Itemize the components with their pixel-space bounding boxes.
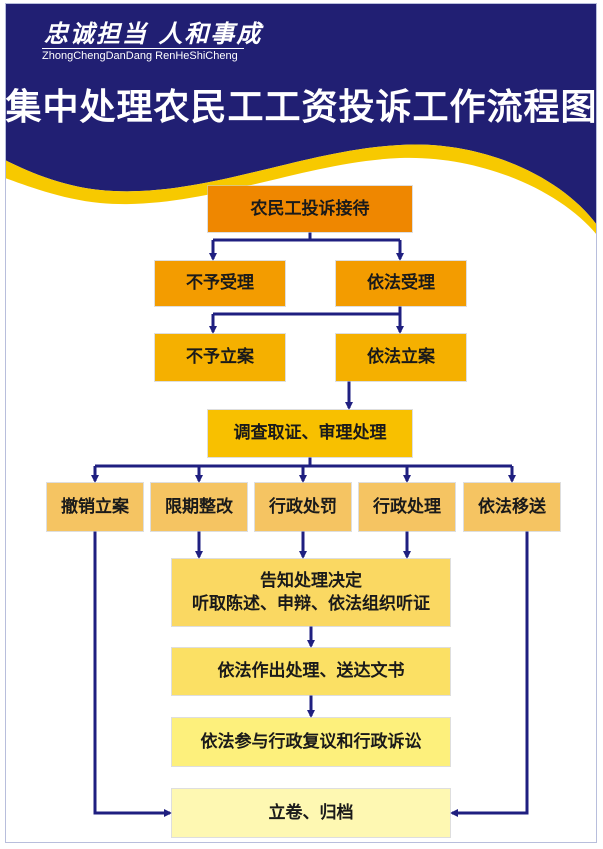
connector-intake	[213, 232, 400, 242]
box-investigate: 调查取证、审理处理	[208, 410, 412, 457]
slogan-pinyin: ZhongChengDanDang RenHeShiCheng	[42, 50, 238, 62]
slogan-underline	[42, 48, 244, 49]
box-revoke-case: 撤销立案	[47, 483, 143, 531]
box-review: 依法参与行政复议和行政诉讼	[172, 718, 450, 766]
notify-line-1: 告知处理决定	[260, 570, 362, 591]
box-open-case: 依法立案	[336, 334, 466, 381]
arrow-transfer-archive	[450, 531, 529, 817]
box-penalty: 行政处罚	[255, 483, 351, 531]
box-archive: 立卷、归档	[172, 789, 450, 837]
notify-line-2: 听取陈述、申辩、依法组织听证	[192, 593, 430, 614]
connector-accept	[213, 306, 402, 316]
box-intake: 农民工投诉接待	[208, 186, 412, 232]
box-notify: 告知处理决定 听取陈述、申辩、依法组织听证	[172, 559, 450, 626]
box-rectify: 限期整改	[151, 483, 247, 531]
slogan: 忠诚担当 人和事成	[44, 19, 263, 48]
header-banner	[5, 3, 597, 235]
poster-frame	[5, 3, 597, 843]
connector-investigate	[95, 457, 512, 468]
box-no-case: 不予立案	[155, 334, 285, 381]
box-reject: 不予受理	[155, 261, 285, 306]
box-decide: 依法作出处理、送达文书	[172, 648, 450, 695]
box-admin-handle: 行政处理	[359, 483, 455, 531]
box-transfer: 依法移送	[464, 483, 560, 531]
page-title: 集中处理农民工工资投诉工作流程图	[5, 87, 598, 128]
arrow-revoke-archive	[93, 531, 172, 817]
box-accept: 依法受理	[336, 261, 466, 306]
